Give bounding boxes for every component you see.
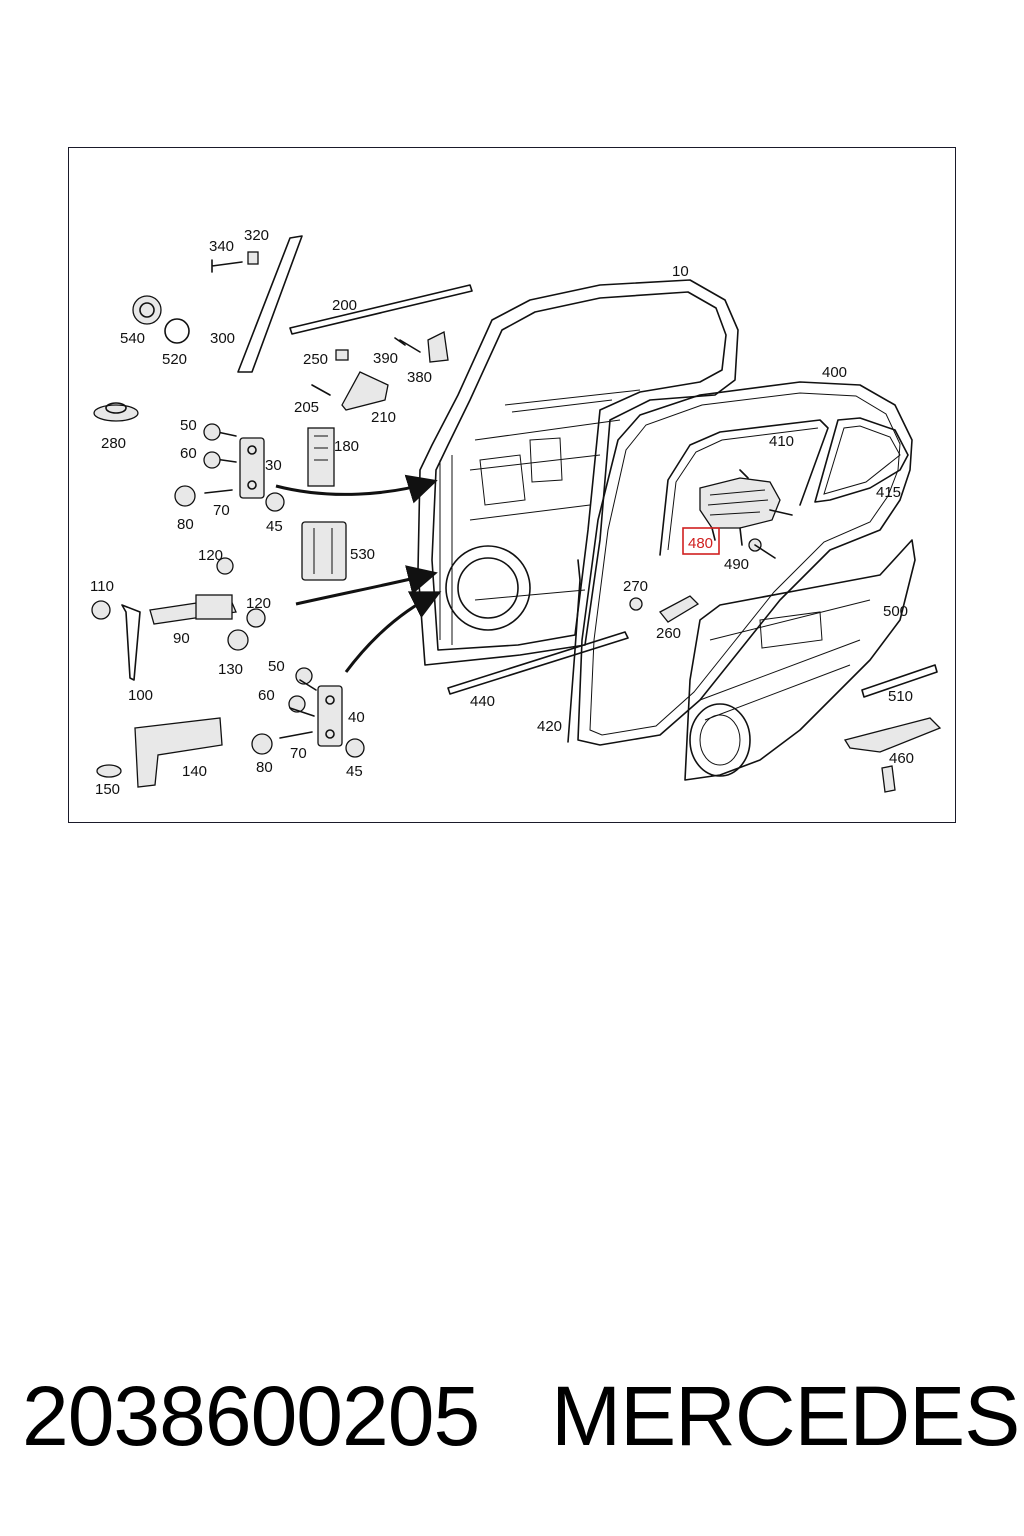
callout-label: 270	[623, 578, 648, 595]
quarter-glass-seal	[814, 417, 909, 503]
callout-label: 410	[769, 433, 794, 450]
diagram-frame	[68, 147, 956, 823]
callout-label: 60	[258, 687, 275, 704]
callout-label: 30	[265, 457, 282, 474]
callout-label: 150	[95, 781, 120, 798]
callout-label: 100	[128, 687, 153, 704]
callout-label: 205	[294, 399, 319, 416]
callout-label: 70	[290, 745, 307, 762]
door-trim-panel	[684, 539, 916, 781]
callout-label: 260	[656, 625, 681, 642]
callout-label: 110	[90, 578, 114, 595]
callout-label: 120	[246, 595, 271, 612]
small-parts	[91, 235, 473, 788]
callout-label: 130	[218, 661, 243, 678]
callout-labels: 10 30 40 45 45 50 50 60 60 70 70 80 80 9…	[90, 227, 914, 798]
callout-label: 120	[198, 547, 223, 564]
callout-label: 200	[332, 297, 357, 314]
callout-label-highlighted: 480	[688, 535, 713, 552]
callout-label: 300	[210, 330, 235, 347]
callout-label: 280	[101, 435, 126, 452]
callout-label: 50	[268, 658, 285, 675]
callout-label: 380	[407, 369, 432, 386]
callout-label: 420	[537, 718, 562, 735]
right-small-parts	[447, 538, 942, 793]
callout-label: 520	[162, 351, 187, 368]
highlight-box	[682, 527, 720, 555]
callout-label: 80	[256, 759, 273, 776]
callout-label: 90	[173, 630, 190, 647]
callout-label: 250	[303, 351, 328, 368]
callout-label: 415	[876, 484, 901, 501]
callout-label: 490	[724, 556, 749, 573]
callout-label: 440	[470, 693, 495, 710]
callout-label: 60	[180, 445, 197, 462]
window-channel	[659, 419, 829, 556]
brand-name: MERCEDES	[551, 1369, 1020, 1463]
callout-label: 390	[373, 350, 398, 367]
window-seal	[577, 381, 913, 746]
callout-label: 340	[209, 238, 234, 255]
callout-label: 70	[213, 502, 230, 519]
callout-label: 45	[266, 518, 283, 535]
callout-label: 400	[822, 364, 847, 381]
callout-label: 540	[120, 330, 145, 347]
callout-label: 50	[180, 417, 197, 434]
part-number: 2038600205	[22, 1369, 480, 1463]
callout-label: 510	[888, 688, 913, 705]
callout-label: 45	[346, 763, 363, 780]
callout-label: 10	[672, 263, 689, 280]
callout-label: 40	[348, 709, 365, 726]
callout-label: 180	[334, 438, 359, 455]
window-motor	[699, 469, 793, 546]
callout-label: 80	[177, 516, 194, 533]
callout-label: 320	[244, 227, 269, 244]
arrows	[275, 474, 442, 673]
footer-caption: 2038600205 MERCEDES	[22, 1368, 1020, 1478]
callout-label: 460	[889, 750, 914, 767]
callout-label: 210	[371, 409, 396, 426]
callout-label: 140	[182, 763, 207, 780]
callout-label: 500	[883, 603, 908, 620]
callout-label: 530	[350, 546, 375, 563]
